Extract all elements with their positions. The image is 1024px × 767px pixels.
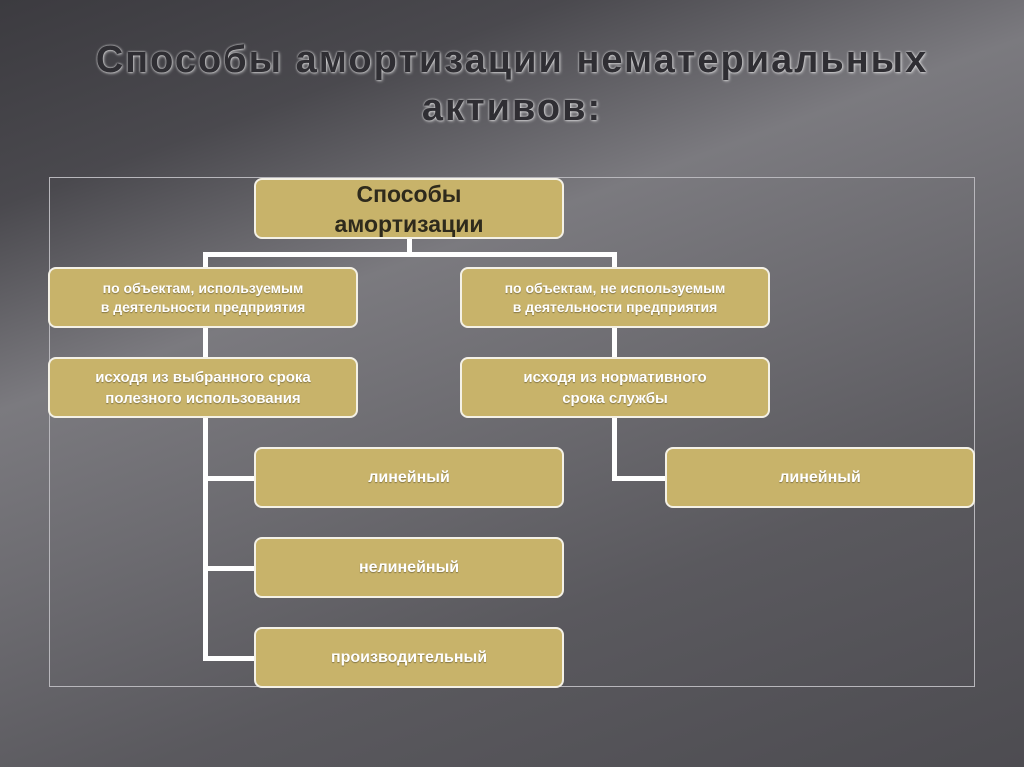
left-method-box-1: линейный [254, 447, 564, 508]
root-label: Способы амортизации [334, 180, 484, 237]
root-box: Способы амортизации [254, 178, 564, 239]
left-category-label: по объектам, используемым в деятельности… [100, 279, 306, 315]
left-basis-label: исходя из выбранного срока полезного исп… [95, 368, 311, 407]
left-category-box: по объектам, используемым в деятельности… [48, 267, 358, 328]
right-category-box: по объектам, не используемым в деятельно… [460, 267, 770, 328]
right-method-box-1: линейный [665, 447, 975, 508]
connector-left-branch-2 [203, 566, 257, 571]
connector-right-trunk [612, 416, 617, 481]
connector-horizontal-top [203, 252, 617, 257]
connector-right-down-2 [612, 327, 617, 358]
slide-title: Способы амортизации нематериальных актив… [0, 36, 1024, 132]
left-basis-box: исходя из выбранного срока полезного исп… [48, 357, 358, 418]
connector-root-down [407, 237, 412, 256]
right-category-label: по объектам, не используемым в деятельно… [504, 279, 726, 315]
right-basis-box: исходя из нормативного срока службы [460, 357, 770, 418]
left-method-label-1: линейный [368, 468, 450, 486]
left-method-label-3: производительный [330, 648, 488, 666]
connector-left-down-1 [203, 252, 208, 268]
left-method-box-3: производительный [254, 627, 564, 688]
connector-left-branch-3 [203, 656, 257, 661]
left-method-box-2: нелинейный [254, 537, 564, 598]
connector-right-down-1 [612, 252, 617, 268]
right-basis-label: исходя из нормативного срока службы [523, 368, 707, 407]
connector-left-branch-1 [203, 476, 257, 481]
connector-left-down-2 [203, 327, 208, 358]
slide-title-line-1: Способы амортизации нематериальных [95, 39, 929, 81]
slide-title-line-2: активов: [421, 87, 603, 129]
left-method-label-2: нелинейный [358, 558, 460, 576]
right-method-label-1: линейный [779, 468, 861, 486]
connector-right-branch-1 [612, 476, 668, 481]
connector-left-trunk [203, 416, 208, 661]
